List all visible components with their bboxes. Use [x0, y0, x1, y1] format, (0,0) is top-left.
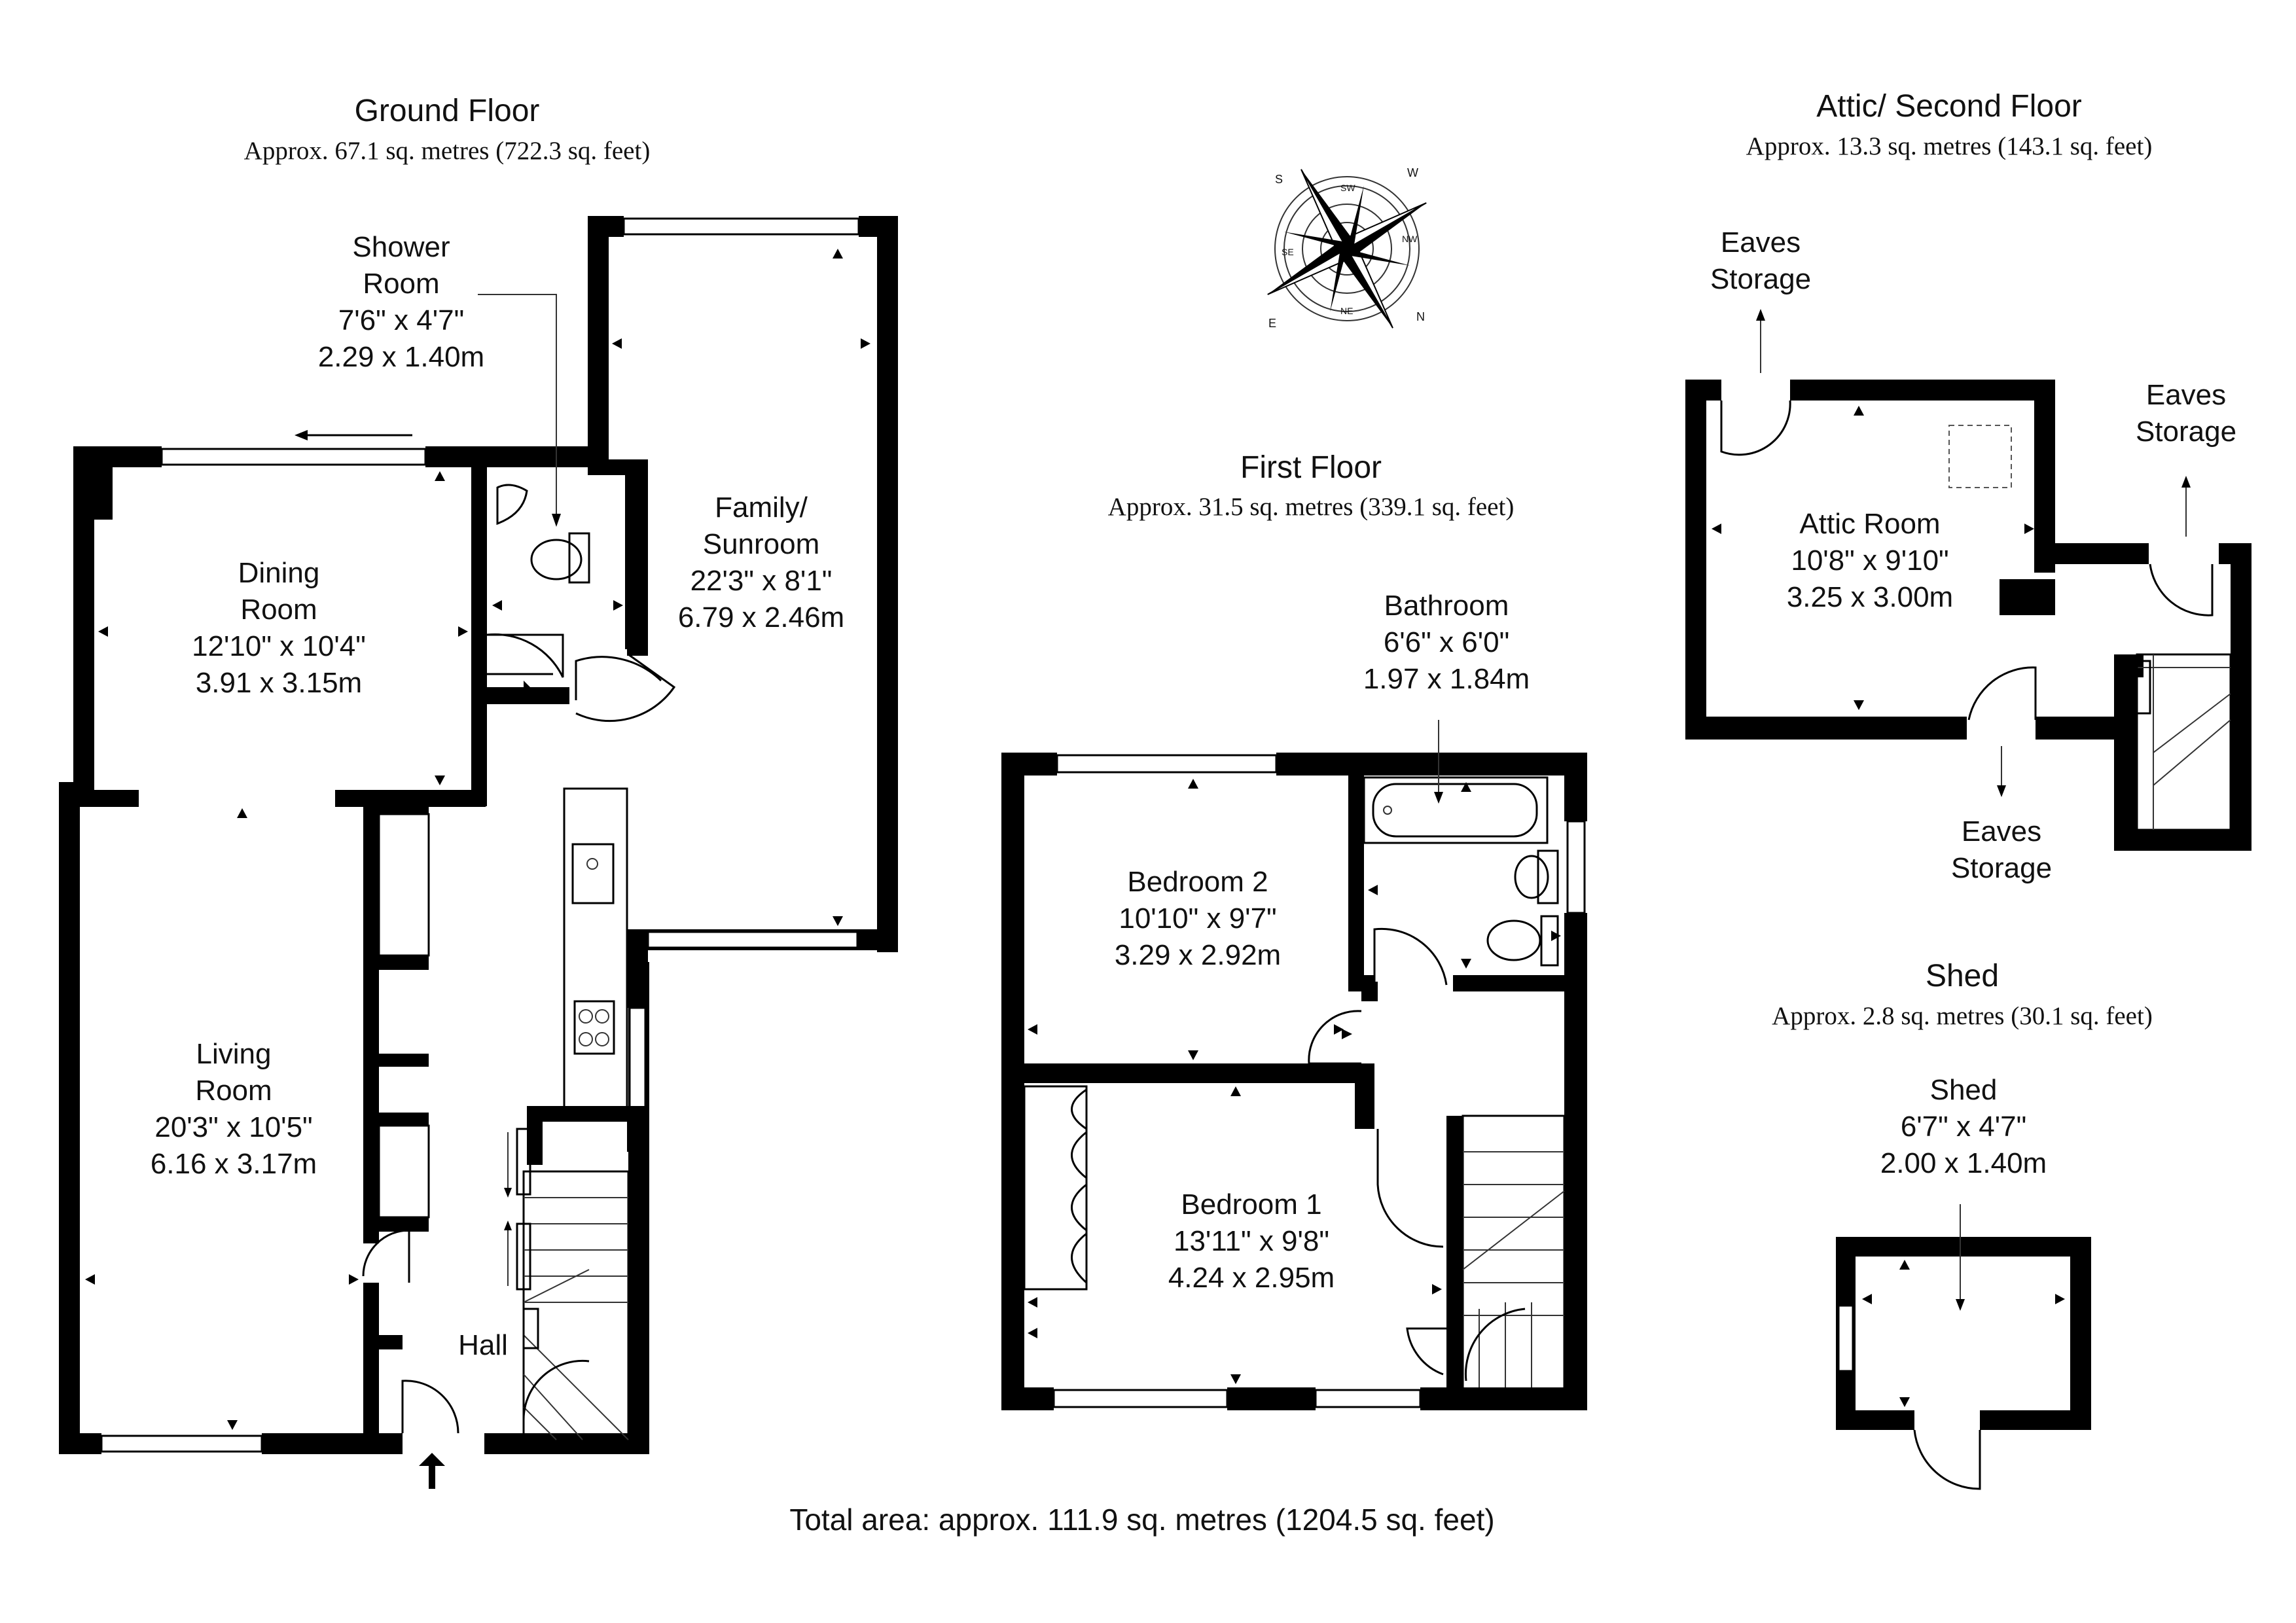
living-room-name-2: Room: [195, 1075, 272, 1107]
shower-room-imperial: 7'6" x 4'7": [338, 304, 464, 336]
first-floor-staircase: [1462, 1115, 1566, 1392]
living-room-metric: 6.16 x 3.17m: [151, 1148, 317, 1180]
shower-room-metric: 2.29 x 1.40m: [318, 341, 484, 373]
shower-room-name-2: Room: [363, 268, 439, 300]
bedroom2-imperial: 10'10" x 9'7": [1119, 902, 1276, 935]
bedroom1-imperial: 13'11" x 9'8": [1174, 1225, 1329, 1257]
shed-room-metric: 2.00 x 1.40m: [1880, 1147, 2047, 1179]
shed-floor-title: Shed: [1926, 959, 1999, 993]
shower-room-name-1: Shower: [352, 231, 450, 263]
first-floor-area: Approx. 31.5 sq. metres (339.1 sq. feet): [1108, 493, 1515, 521]
dining-room-metric: 3.91 x 3.15m: [196, 667, 362, 699]
ground-floor-title: Ground Floor: [355, 94, 540, 128]
eaves-bottom-line2: Storage: [1951, 852, 2052, 884]
first-floor-plan: [1001, 720, 1587, 1410]
dining-room-name-1: Dining: [238, 557, 320, 589]
compass-rose-icon: S SW W NW N NE E SE: [1267, 166, 1427, 330]
shed-floor-area: Approx. 2.8 sq. metres (30.1 sq. feet): [1772, 1002, 2153, 1030]
ground-floor-labels: Shower Room 7'6" x 4'7" 2.29 x 1.40m Fam…: [151, 231, 844, 1361]
compass-label-e: E: [1268, 317, 1276, 330]
family-room-imperial: 22'3" x 8'1": [691, 565, 833, 597]
compass-label-nw: NW: [1402, 234, 1418, 244]
dining-room-name-2: Room: [240, 594, 317, 626]
bedroom2-metric: 3.29 x 2.92m: [1115, 939, 1281, 971]
bedroom1-metric: 4.24 x 2.95m: [1168, 1262, 1335, 1294]
compass-label-se: SE: [1282, 247, 1294, 257]
eaves-right-line2: Storage: [2136, 416, 2236, 448]
living-room-imperial: 20'3" x 10'5": [154, 1111, 312, 1143]
bedroom1-name: Bedroom 1: [1181, 1188, 1321, 1221]
compass-label-ne: NE: [1340, 306, 1353, 316]
attic-floor-title: Attic/ Second Floor: [1816, 89, 2082, 124]
family-room-metric: 6.79 x 2.46m: [678, 601, 844, 633]
compass-label-sw: SW: [1340, 183, 1355, 193]
eaves-right-line1: Eaves: [2146, 379, 2226, 411]
compass-label-n: N: [1416, 310, 1425, 323]
ground-floor-staircase: [522, 1170, 630, 1448]
eaves-left-line1: Eaves: [1721, 226, 1801, 259]
entrance-arrow-icon: [419, 1453, 445, 1489]
attic-floor-area: Approx. 13.3 sq. metres (143.1 sq. feet): [1746, 132, 2153, 160]
first-floor-labels: Bathroom 6'6" x 6'0" 1.97 x 1.84m Bedroo…: [1115, 590, 1530, 1294]
floor-titles: Ground Floor Approx. 67.1 sq. metres (72…: [244, 89, 2153, 1030]
attic-labels: Eaves Storage Eaves Storage Eaves Storag…: [1710, 226, 2236, 884]
attic-room-metric: 3.25 x 3.00m: [1787, 581, 1953, 613]
shed-plan: [1836, 1204, 2091, 1490]
first-floor-title: First Floor: [1240, 450, 1382, 485]
compass-label-s: S: [1275, 173, 1283, 186]
family-room-name-1: Family/: [715, 491, 808, 524]
eaves-left-line2: Storage: [1710, 263, 1811, 295]
hall-name: Hall: [458, 1329, 508, 1361]
attic-room-name: Attic Room: [1799, 508, 1940, 540]
bathroom-metric: 1.97 x 1.84m: [1363, 663, 1530, 695]
compass-label-w: W: [1407, 166, 1418, 179]
ground-floor-plan: [59, 216, 898, 1489]
attic-floor-plan: [1685, 309, 2251, 851]
living-room-name-1: Living: [196, 1038, 272, 1070]
bedroom2-name: Bedroom 2: [1127, 866, 1268, 898]
total-area: Total area: approx. 111.9 sq. metres (12…: [789, 1503, 1494, 1537]
attic-room-imperial: 10'8" x 9'10": [1791, 544, 1948, 577]
dining-room-imperial: 12'10" x 10'4": [192, 630, 366, 662]
family-room-name-2: Sunroom: [703, 528, 820, 560]
ground-floor-area: Approx. 67.1 sq. metres (722.3 sq. feet): [244, 137, 651, 165]
shed-room-imperial: 6'7" x 4'7": [1901, 1111, 2026, 1143]
eaves-bottom-line1: Eaves: [1962, 815, 2041, 847]
shed-labels: Shed 6'7" x 4'7" 2.00 x 1.40m: [1880, 1074, 2047, 1179]
bathroom-imperial: 6'6" x 6'0": [1384, 626, 1509, 658]
shed-room-name: Shed: [1930, 1074, 1998, 1106]
bathroom-name: Bathroom: [1384, 590, 1509, 622]
